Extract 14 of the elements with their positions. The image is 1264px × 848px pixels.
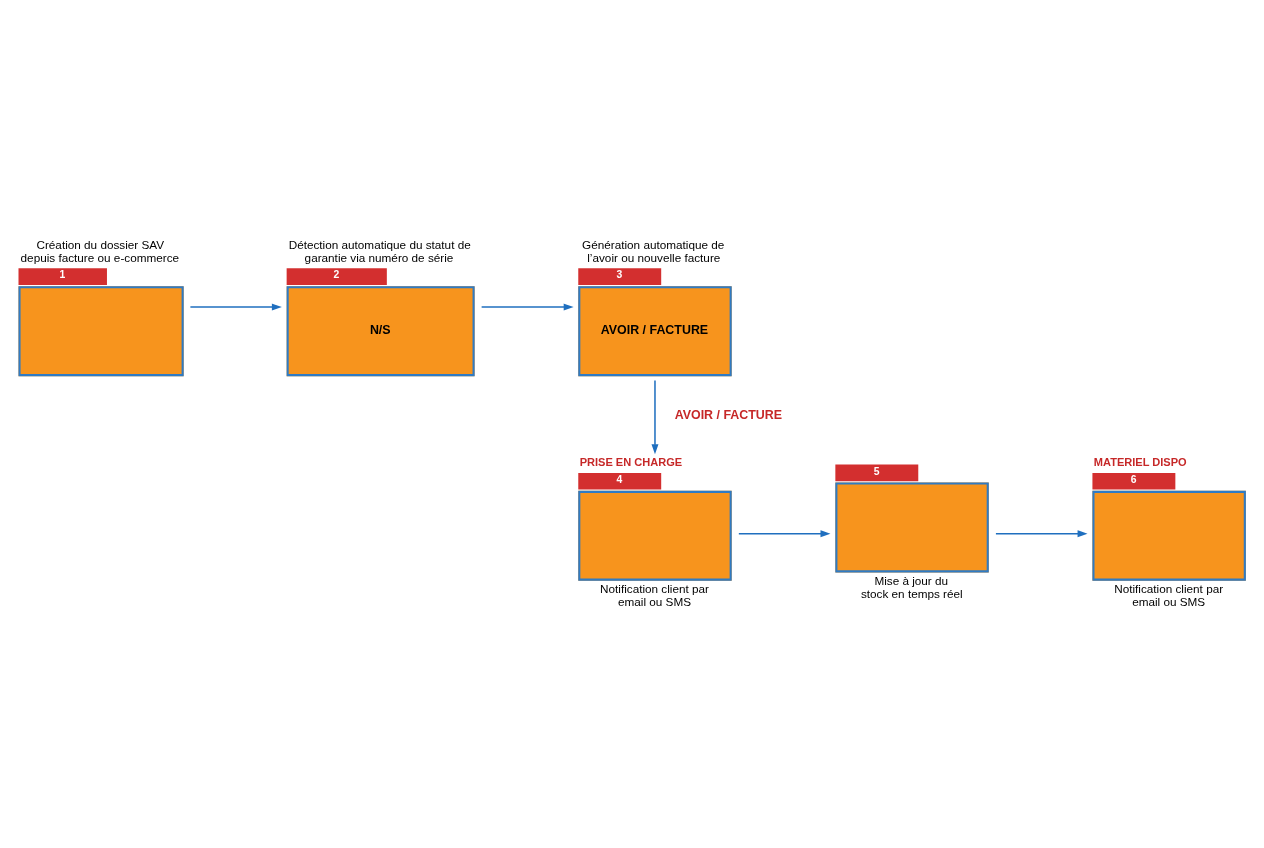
node-label: Mise à jour du stock en temps réel: [860, 573, 963, 600]
arrow: [738, 529, 831, 537]
node-label: PRISE EN CHARGE: [579, 455, 683, 468]
arrow: [651, 379, 659, 454]
arrow: [480, 303, 574, 310]
arrow: [995, 529, 1088, 537]
node-label: Génération automatique de l’avoir ou nouvelle facture: [582, 237, 725, 264]
node-label: Création du dossier SAV depuis facture ou e-commerce: [20, 237, 180, 264]
edge-label: AVOIR / FACTURE: [674, 407, 783, 422]
node-label: Notification client par email ou SMS: [1114, 581, 1224, 608]
arrow: [189, 303, 282, 310]
node-label: MATERIEL DISPO: [1093, 455, 1187, 468]
node-label: Détection automatique du statut de garantie via numéro de série: [288, 237, 471, 264]
node-label: Notification client par email ou SMS: [600, 581, 709, 608]
